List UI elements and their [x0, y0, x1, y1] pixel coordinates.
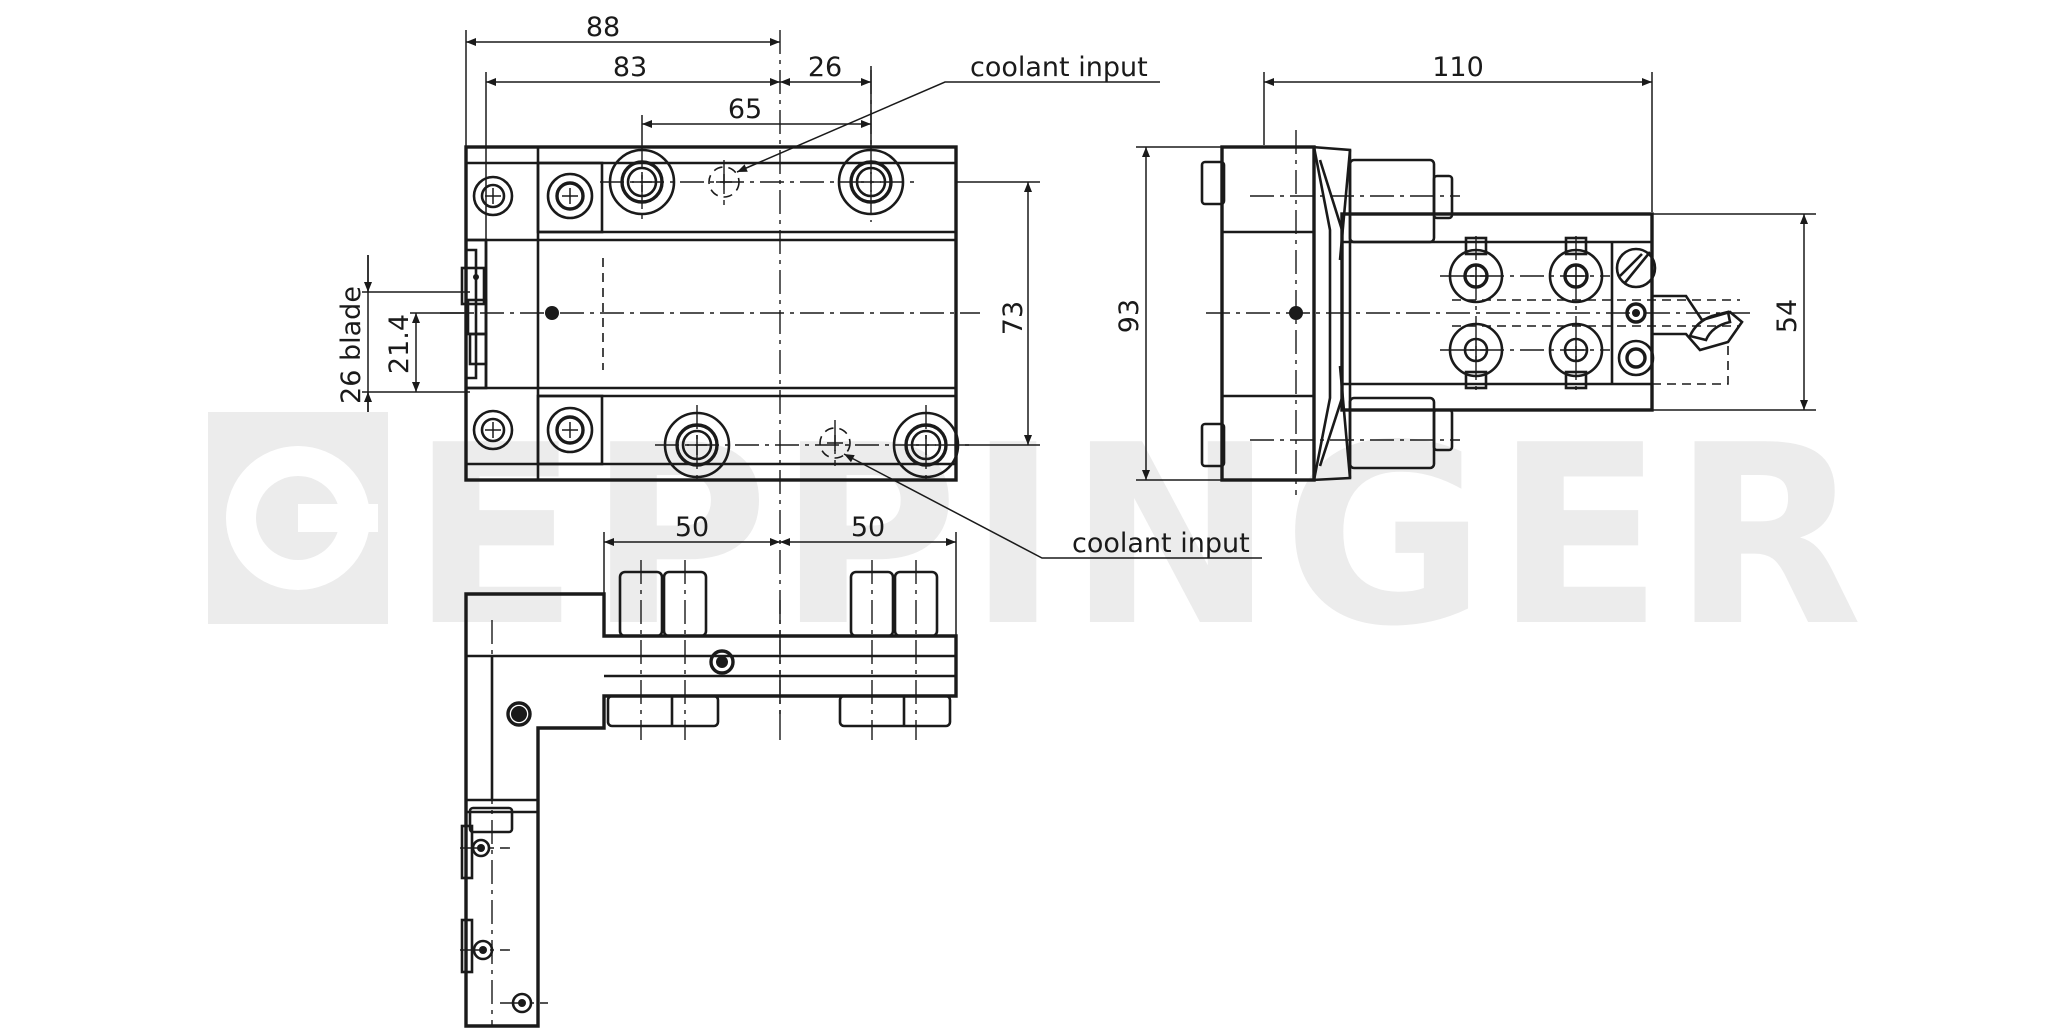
- dim-26-blade-label: 26 blade: [336, 286, 367, 404]
- front-view-dimensions: 88 83 26 65 73 26 blade 21.4 coolant inp…: [336, 12, 1262, 559]
- front-view: [440, 30, 980, 720]
- screw-icon: [472, 409, 514, 451]
- nut-icon: [1617, 339, 1655, 377]
- dim-93-label: 93: [1114, 299, 1145, 333]
- screw-icon: [546, 172, 594, 220]
- side-view: [1200, 130, 1752, 495]
- dim-65-label: 65: [728, 94, 762, 125]
- dim-21-4-label: 21.4: [384, 314, 415, 374]
- coolant-top-label: coolant input: [970, 52, 1148, 83]
- watermark-brand-text: EPPINGER: [410, 393, 1871, 681]
- top-side-screw-icon: [506, 701, 532, 727]
- dim-73-label: 73: [998, 301, 1029, 335]
- coolant-bottom-leader: [843, 453, 1262, 559]
- adjust-screw-icon: [1615, 247, 1657, 289]
- side-view-dimensions: 110 93 54: [1114, 52, 1816, 481]
- side-view-blade-holder: [1340, 212, 1654, 412]
- dim-50-left-label: 50: [675, 512, 709, 543]
- dim-50-right-label: 50: [851, 512, 885, 543]
- dim-110-label: 110: [1432, 52, 1484, 83]
- coolant-top-leader: [736, 81, 1160, 173]
- cutting-blade: [1652, 294, 1744, 352]
- coolant-bottom-label: coolant input: [1072, 528, 1250, 559]
- screw-icon: [472, 175, 514, 217]
- screw-icon: [546, 406, 594, 454]
- top-view: [460, 560, 958, 1028]
- top-view-body: [464, 592, 958, 1028]
- dim-54-label: 54: [1772, 299, 1803, 333]
- top-center-screw-icon: [709, 649, 735, 675]
- dim-88-label: 88: [586, 12, 620, 43]
- dim-26-label: 26: [808, 52, 842, 83]
- eppinger-watermark: EPPINGER: [208, 393, 1871, 681]
- top-view-dimensions: 50 50: [603, 512, 957, 636]
- dim-83-label: 83: [613, 52, 647, 83]
- watermark-logo-slot: [298, 504, 378, 532]
- coolant-port-lower-icon: [819, 427, 851, 459]
